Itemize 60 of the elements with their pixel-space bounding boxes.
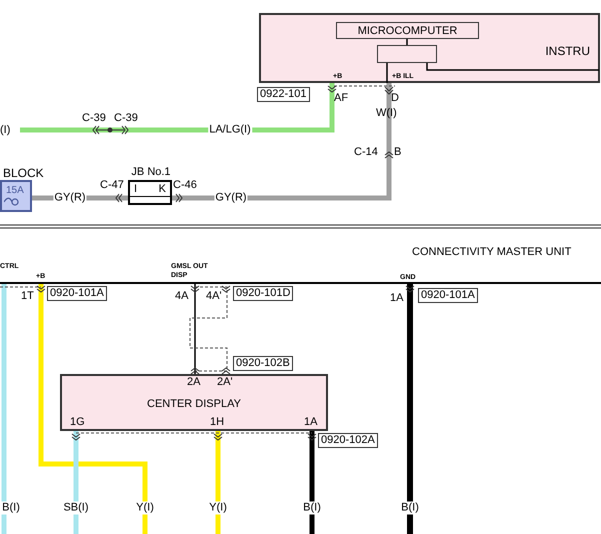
wire (38, 284, 148, 534)
wire-label: B(I) (302, 502, 322, 514)
fuse-rating: 15A (6, 184, 24, 198)
unit-label: INSTRU (545, 43, 590, 60)
pin-label: D (391, 92, 399, 105)
pin-label: B (394, 146, 402, 159)
wire-label: Y(I) (208, 502, 228, 514)
pin-label: C-46 (173, 179, 197, 192)
pin-label: C-14 (354, 146, 378, 159)
connector-code: 0920-101D (233, 286, 294, 301)
instrument-unit-box (259, 13, 600, 83)
pin-label: 2A' (217, 376, 233, 389)
component-box (377, 45, 437, 63)
pin-label: 1A (390, 292, 404, 305)
pin-label: C-47 (100, 179, 124, 192)
wire-label: LA/LG(I) (208, 124, 252, 136)
pin-label: W(I) (376, 107, 397, 120)
wire-label: B(I) (1, 502, 21, 514)
wire-label: B(I) (400, 502, 420, 514)
display-unit-box (60, 374, 328, 431)
pin-label: C-39 (114, 112, 138, 125)
wire (310, 431, 314, 534)
pin-label: 4A' (206, 290, 222, 303)
wire-label: GY(R) (214, 192, 248, 204)
terminal-label: K (158, 183, 166, 196)
wire (406, 39, 408, 45)
pin-label: 1A (304, 416, 318, 429)
pin-label: 2A (187, 376, 200, 389)
terminal-label: I (134, 183, 138, 196)
wire-label: GY(R) (53, 192, 87, 204)
pin-label: 1H (210, 416, 224, 429)
connector-code: 0920-102A (318, 433, 378, 448)
unit-label: CONNECTIVITY MASTER UNIT (412, 245, 572, 260)
pin-label: AF (334, 92, 348, 105)
unit-outline (0, 244, 601, 284)
pin-label: 4A (175, 290, 188, 303)
wire (74, 431, 78, 534)
wire (216, 431, 220, 534)
wire-label: Y(I) (135, 502, 155, 514)
block-heading: JB No.1 (130, 166, 172, 179)
connector-code: 0920-101A (47, 286, 107, 301)
block-heading: BLOCK (3, 166, 44, 180)
wire (2, 284, 6, 534)
wire (426, 63, 599, 71)
pin-label: (I) (0, 124, 10, 137)
microcomputer-box (336, 22, 479, 39)
wire (172, 83, 394, 200)
pin-label: C-39 (82, 112, 106, 125)
connector-code: 0922-101 (257, 87, 310, 102)
wire (194, 284, 196, 374)
unit-label: CENTER DISPLAY (146, 397, 242, 412)
wire (386, 63, 388, 83)
connector-code: 0920-102B (233, 356, 293, 371)
connector-code: 0920-101A (418, 288, 478, 303)
pin-label: 1T (21, 290, 34, 303)
wire (407, 284, 413, 534)
pin-label: 1G (70, 416, 85, 429)
component-label: MICROCOMPUTER (356, 24, 458, 38)
wire (20, 83, 334, 132)
wire-label: SB(I) (62, 502, 90, 514)
